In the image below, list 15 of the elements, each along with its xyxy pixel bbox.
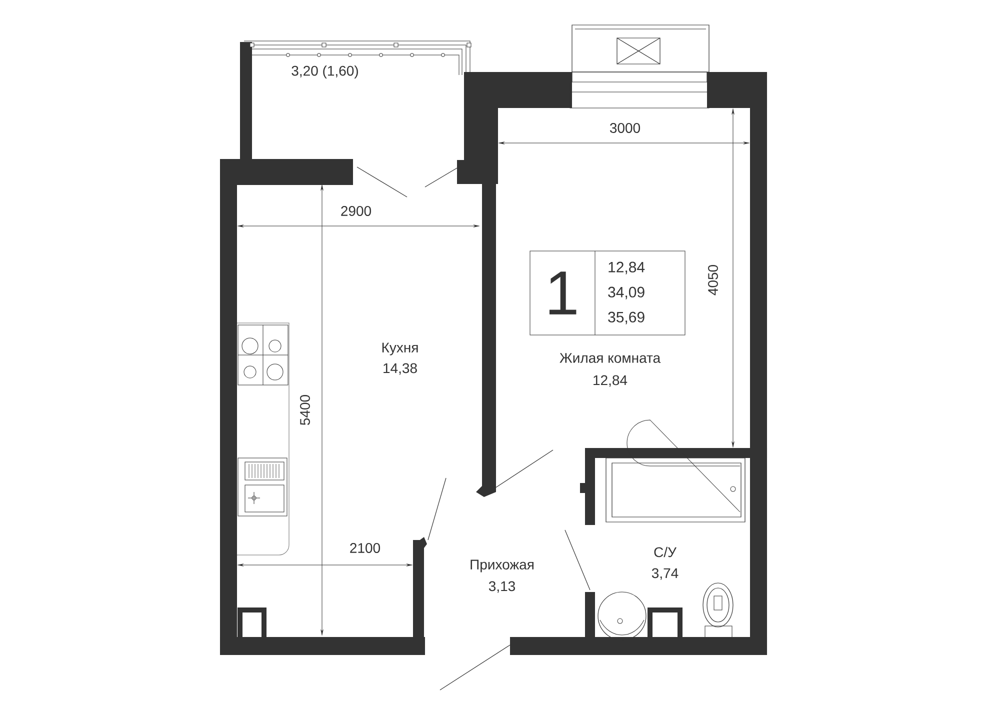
dimension-label: 4050 [708,264,718,296]
dimension-label: 3000 [610,123,640,133]
room-area: 14,38 [384,363,417,375]
dimension-label: 2100 [350,543,380,553]
room-name: Жилая комната [560,353,661,363]
room-name: С/У [654,546,677,558]
area-label: 3,20 (1,60) [292,65,358,79]
room-area: 3,13 [488,581,515,593]
room-area: 3,74 [652,568,678,580]
room-area: 12,84 [594,375,628,387]
dimension-label: 2900 [341,206,372,216]
dimension-label: 5400 [300,394,310,426]
apartment-info-box: 1 12,84 34,09 35,69 [530,250,686,336]
room-name: Кухня [382,342,418,356]
room-name: Прихожая [470,560,534,572]
